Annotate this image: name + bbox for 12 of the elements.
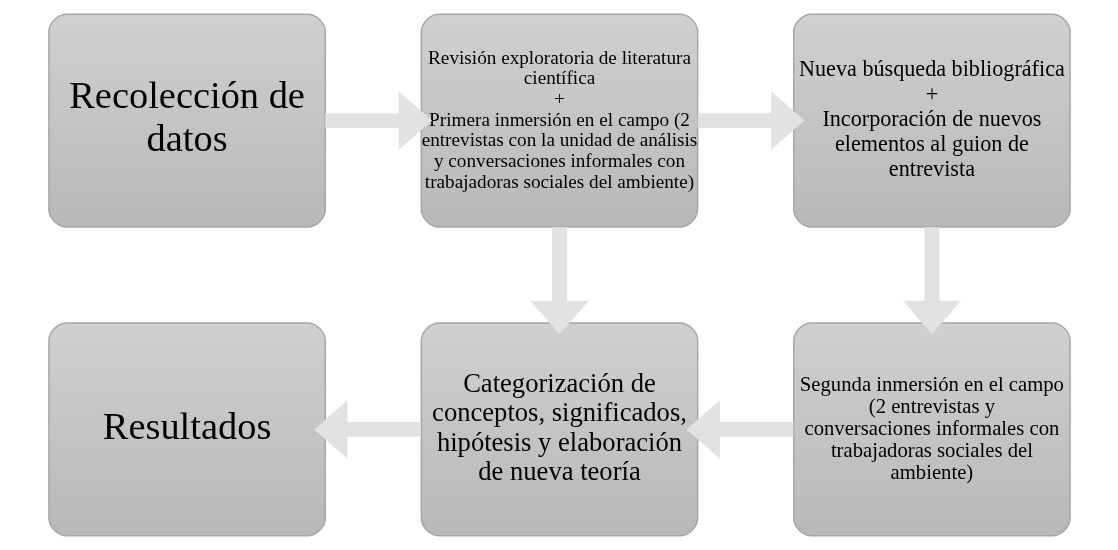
arrow <box>686 400 793 459</box>
node-box: Categorización de conceptos, significados, hipótesis y elaboración de nueva teoría <box>420 322 698 537</box>
arrow <box>324 91 432 150</box>
node-box: Segunda inmersión en el campo (2 entrevistas y conversaciones informales con trabajadoras sociales del ambiente) <box>792 322 1071 537</box>
arrow <box>697 91 805 150</box>
arrow <box>902 227 961 335</box>
node-box: Revisión exploratoria de literatura científica + Primera inmersión en el campo (2 entrevistas con la unidad de análisis y conversaciones informales con trabajadoras sociales del ambiente) <box>420 13 698 228</box>
node-box: Nueva búsqueda bibliográfica + Incorporación de nuevos elementos al guion de entrevista <box>792 13 1071 228</box>
node-box: Resultados <box>47 322 326 537</box>
arrow <box>529 227 589 335</box>
node-box: Recolección de datos <box>47 13 326 228</box>
arrow <box>313 400 421 459</box>
